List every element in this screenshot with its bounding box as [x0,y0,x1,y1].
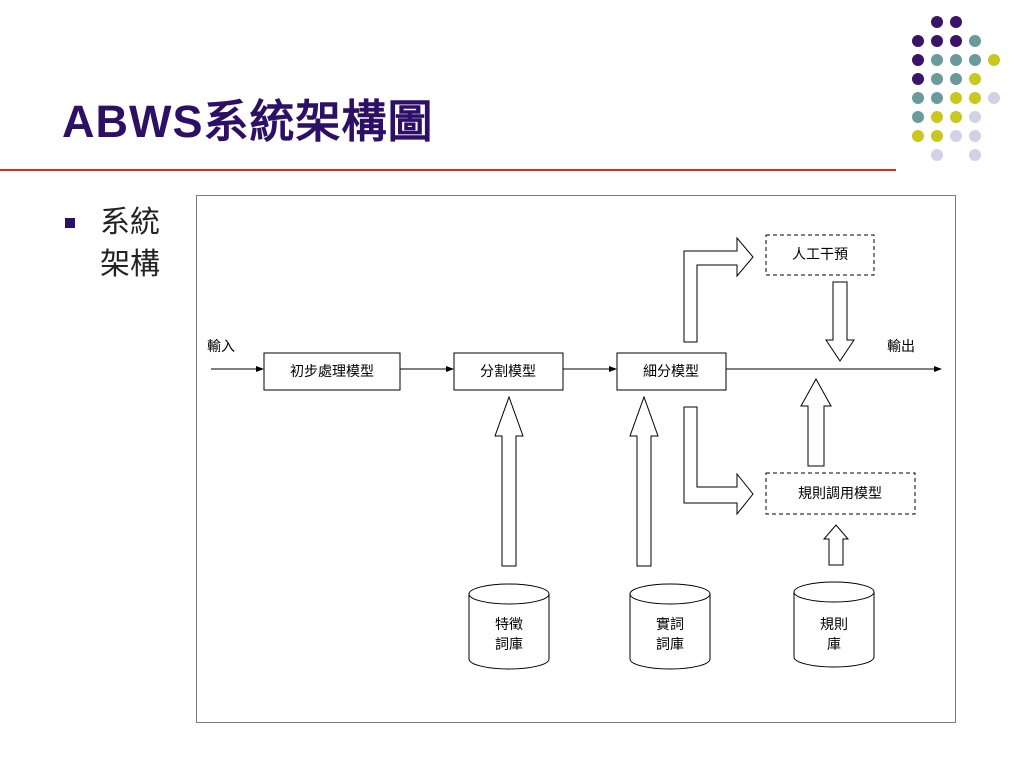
refinement-model-box: 細分模型 [616,352,727,391]
input-label: 輸入 [207,339,235,355]
noun-lexicon-label-line2: 詞庫 [656,636,684,653]
decorative-dot [931,111,943,123]
rule-library-database: 規則 庫 [793,581,875,668]
rule-invocation-model-box: 規則調用模型 [765,472,916,515]
page-title: ABWS系統架構圖 [62,96,434,147]
decorative-dot [969,35,981,47]
decorative-dot [931,92,943,104]
bullet-text: 系統架構 [100,205,160,282]
decorative-dot [950,92,962,104]
decorative-dot [988,92,1000,104]
decorative-dot [950,54,962,66]
decorative-dot [950,16,962,28]
rule-library-label-line2: 庫 [827,636,841,653]
hollow-arrow-noun-lexicon [629,395,659,567]
decorative-dot [912,35,924,47]
decorative-dot [988,54,1000,66]
architecture-diagram: 輸入 輸出 初步處理模型 分割模型 細分模型 人工干預 規則調用模型 [196,195,956,723]
decorative-dot [950,111,962,123]
decorative-dot [931,130,943,142]
hollow-arrow-rule-model-to-output [800,377,832,467]
bullet-square-icon [65,218,75,228]
decorative-dot [950,35,962,47]
decorative-dot [950,130,962,142]
decorative-dot [969,111,981,123]
decorative-dot [931,16,943,28]
feature-lexicon-label-line1: 特徵 [495,617,523,633]
decorative-dot [969,130,981,142]
decorative-dot [969,92,981,104]
decorative-dot [969,54,981,66]
decorative-dot [969,73,981,85]
output-label: 輸出 [887,339,915,355]
initial-processing-model-box: 初步處理模型 [263,352,401,391]
decorative-dot [931,54,943,66]
rule-library-label-line1: 規則 [820,617,848,633]
title-divider [0,169,896,171]
decorative-dot [931,35,943,47]
decorative-dot [950,73,962,85]
manual-intervention-box: 人工干預 [765,234,875,276]
decorative-dot [912,92,924,104]
segmentation-model-box: 分割模型 [453,352,564,391]
initial-processing-model-label: 初步處理模型 [290,363,374,380]
hollow-arrow-to-rule-model [683,406,754,516]
decorative-dot [912,130,924,142]
decorative-dot [912,73,924,85]
hollow-arrow-rule-library [822,524,850,566]
decorative-dot [912,111,924,123]
decorative-dot [931,149,943,161]
rule-invocation-model-label: 規則調用模型 [798,486,882,502]
hollow-arrow-feature-lexicon [494,395,524,567]
feature-lexicon-database: 特徵 詞庫 [468,583,550,670]
decorative-dot [969,149,981,161]
noun-lexicon-database: 實詞 詞庫 [629,583,711,670]
noun-lexicon-label-line1: 實詞 [656,616,684,633]
decorative-dot [931,73,943,85]
hollow-arrow-manual-to-output [825,281,855,362]
hollow-arrow-to-manual [683,236,754,343]
decorative-dot-grid [912,16,1000,161]
manual-intervention-label: 人工干預 [792,247,848,263]
segmentation-model-label: 分割模型 [480,363,536,380]
decorative-dot [912,54,924,66]
refinement-model-label: 細分模型 [643,364,699,380]
feature-lexicon-label-line2: 詞庫 [495,636,523,653]
